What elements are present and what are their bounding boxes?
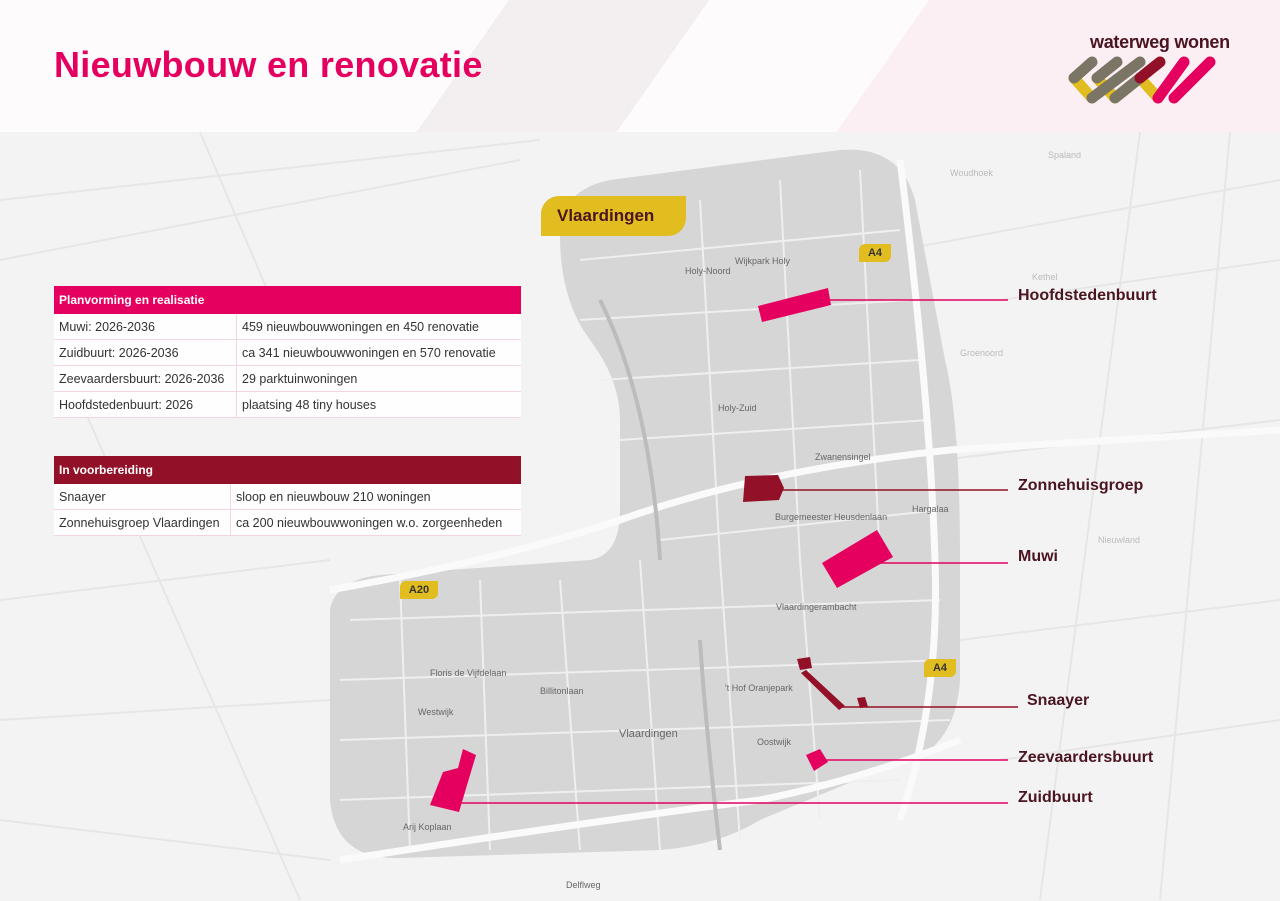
city-badge: Vlaardingen bbox=[541, 196, 686, 236]
snaayer-area bbox=[797, 657, 812, 670]
muwi-area bbox=[822, 530, 893, 588]
place-oostwijk: Oostwijk bbox=[757, 737, 792, 747]
project-name: Zeevaardersbuurt: 2026-2036 bbox=[54, 366, 237, 391]
road-badge-a20: A20 bbox=[400, 581, 438, 599]
project-name: Hoofdstedenbuurt: 2026 bbox=[54, 392, 237, 417]
label-hoofdstedenbuurt: Hoofdstedenbuurt bbox=[1018, 287, 1157, 304]
place-groenoord: Groenoord bbox=[960, 348, 1004, 358]
zonnehuisgroep-area bbox=[743, 475, 784, 502]
street-hargalaa: Hargalaa bbox=[912, 504, 949, 514]
zuidbuurt-area bbox=[430, 749, 476, 812]
label-zuidbuurt: Zuidbuurt bbox=[1018, 789, 1093, 806]
snaayer-area bbox=[857, 697, 868, 708]
table-row: Zeevaardersbuurt: 2026-2036 29 parktuinw… bbox=[54, 366, 521, 392]
place-het-hof: 't Hof Oranjepark bbox=[725, 683, 793, 693]
road-badge-a4: A4 bbox=[859, 244, 891, 262]
project-name: Snaayer bbox=[54, 484, 231, 509]
road-badge-a4: A4 bbox=[924, 659, 956, 677]
place-westwijk: Westwijk bbox=[418, 707, 454, 717]
label-zeevaardersbuurt: Zeevaardersbuurt bbox=[1018, 749, 1154, 766]
table-row: Snaayer sloop en nieuwbouw 210 woningen bbox=[54, 484, 521, 510]
preparation-table-header: In voorbereiding bbox=[54, 456, 521, 484]
street-burg: Burgemeester Heusdenlaan bbox=[775, 512, 888, 522]
label-muwi: Muwi bbox=[1018, 548, 1058, 565]
project-name: Muwi: 2026-2036 bbox=[54, 314, 237, 339]
page-title: Nieuwbouw en renovatie bbox=[54, 44, 483, 85]
place-wijkpark: Wijkpark Holy bbox=[735, 256, 791, 266]
zeevaardersbuurt-area bbox=[806, 749, 828, 771]
logo-text: waterweg wonen bbox=[1090, 32, 1230, 52]
street-delfweg: Delflweg bbox=[566, 880, 601, 890]
project-description: 459 nieuwbouwwoningen en 450 renovatie bbox=[242, 319, 479, 334]
table-row: Zonnehuisgroep Vlaardingen ca 200 nieuwb… bbox=[54, 510, 521, 536]
label-zonnehuisgroep: Zonnehuisgroep bbox=[1018, 477, 1144, 494]
street-billiton: Billitonlaan bbox=[540, 686, 584, 696]
place-holy-noord: Holy-Noord bbox=[685, 266, 731, 276]
place-vlaardingerambacht: Vlaardingerambacht bbox=[776, 602, 857, 612]
hoofdstedenbuurt-area bbox=[758, 288, 831, 322]
place-spaland: Spaland bbox=[1048, 150, 1082, 160]
place-woudhoek: Woudhoek bbox=[950, 168, 993, 178]
snaayer-area bbox=[801, 670, 845, 710]
map-background bbox=[0, 132, 1280, 901]
project-description: ca 341 nieuwbouwwoningen en 570 renovati… bbox=[242, 345, 496, 360]
project-name: Zonnehuisgroep Vlaardingen bbox=[54, 510, 231, 535]
project-name: Zuidbuurt: 2026-2036 bbox=[54, 340, 237, 365]
map-area[interactable] bbox=[0, 132, 1280, 901]
planning-table: Planvorming en realisatie Muwi: 2026-203… bbox=[54, 286, 521, 418]
place-nieuwland: Nieuwland bbox=[1098, 535, 1141, 545]
project-description: 29 parktuinwoningen bbox=[242, 371, 358, 386]
label-snaayer: Snaayer bbox=[1027, 692, 1090, 709]
project-description: sloop en nieuwbouw 210 woningen bbox=[236, 489, 431, 504]
slide-header: Nieuwbouw en renovatie waterweg wonen bbox=[0, 0, 1280, 132]
logo-mark-icon bbox=[1068, 56, 1216, 104]
street-floris: Floris de Vijfdelaan bbox=[430, 668, 507, 678]
place-holy-zuid: Holy-Zuid bbox=[718, 403, 757, 413]
street-zwanensingel: Zwanensingel bbox=[815, 452, 871, 462]
place-kethel: Kethel bbox=[1032, 272, 1058, 282]
preparation-table: In voorbereiding Snaayer sloop en nieuwb… bbox=[54, 456, 521, 536]
project-description: plaatsing 48 tiny houses bbox=[242, 397, 377, 412]
table-row: Hoofdstedenbuurt: 2026 plaatsing 48 tiny… bbox=[54, 392, 521, 418]
waterweg-wonen-logo: waterweg wonen bbox=[1062, 30, 1272, 120]
place-vlaardingen: Vlaardingen bbox=[619, 728, 678, 740]
planning-table-header: Planvorming en realisatie bbox=[54, 286, 521, 314]
table-row: Muwi: 2026-2036 459 nieuwbouwwoningen en… bbox=[54, 314, 521, 340]
project-description: ca 200 nieuwbouwwoningen w.o. zorgeenhed… bbox=[236, 515, 503, 530]
table-row: Zuidbuurt: 2026-2036 ca 341 nieuwbouwwon… bbox=[54, 340, 521, 366]
street-arij: Arij Koplaan bbox=[403, 822, 452, 832]
